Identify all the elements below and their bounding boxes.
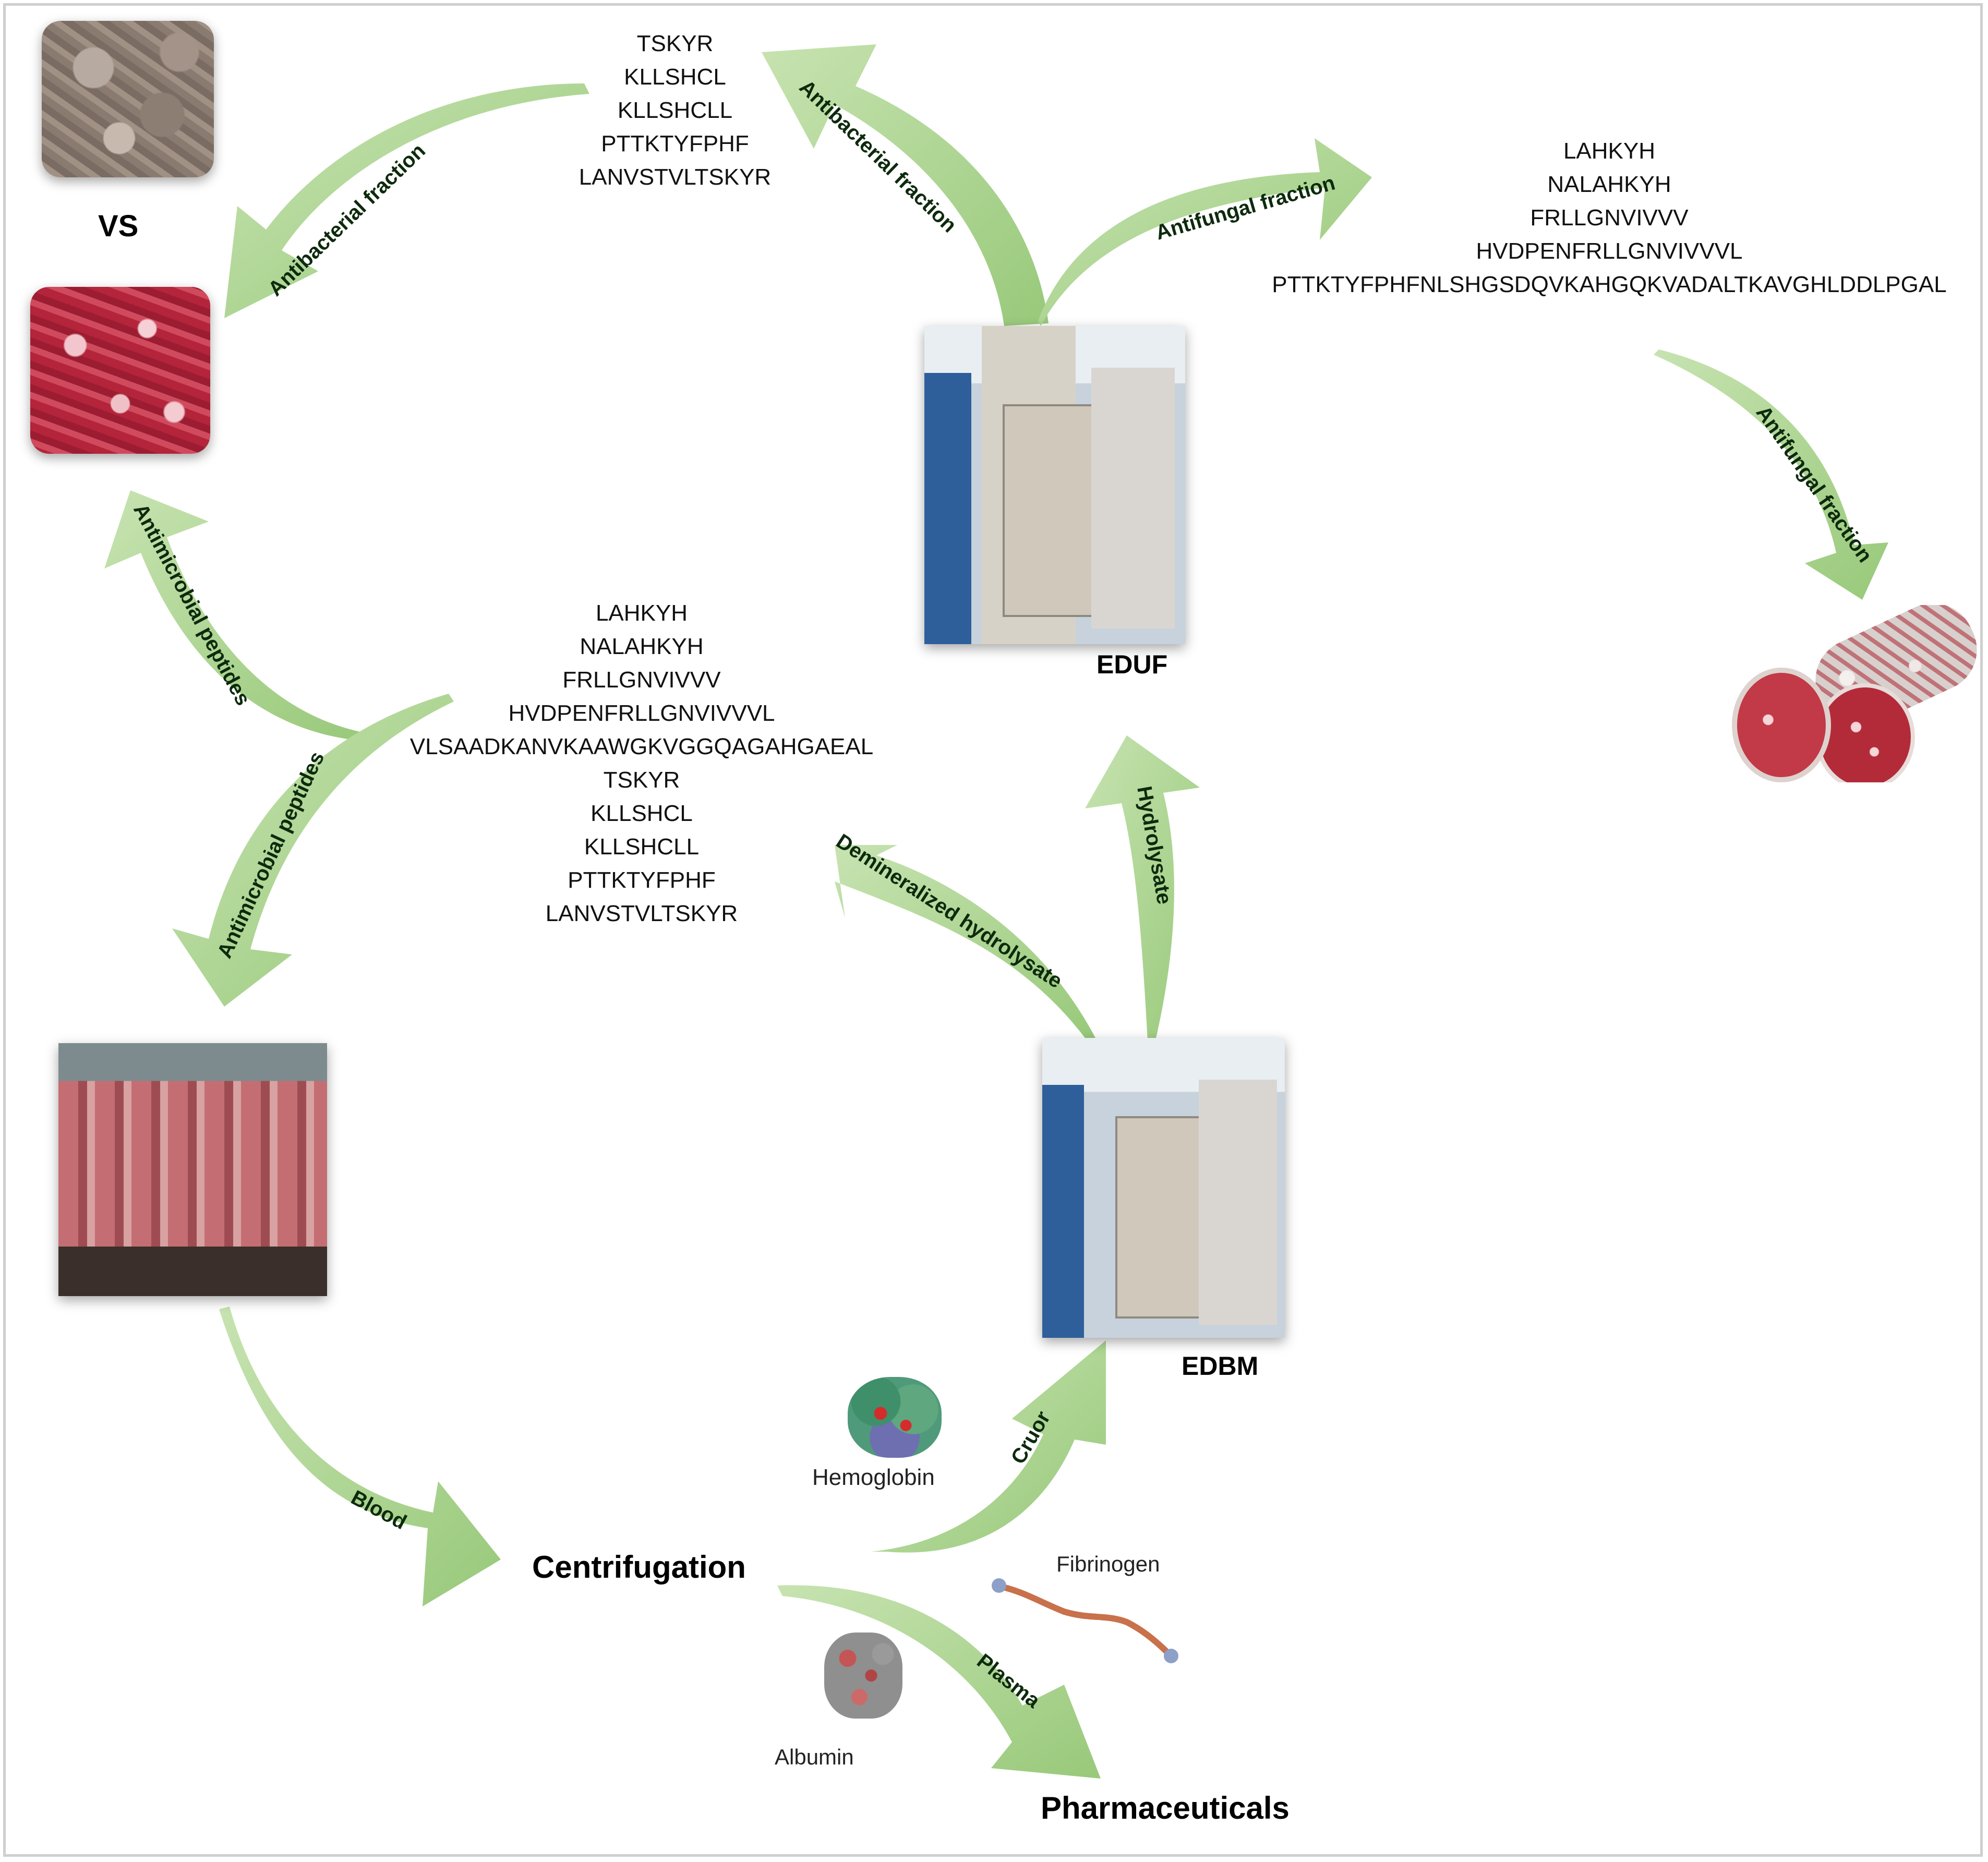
sequence-item: TSKYR bbox=[636, 31, 714, 56]
pharmaceuticals-label: Pharmaceuticals bbox=[1041, 1791, 1290, 1825]
sequence-item: LAHKYH bbox=[595, 600, 688, 626]
ground-meat-gray-image bbox=[42, 21, 214, 177]
antimicrobial-sequences: LAHKYH NALAHKYH FRLLGNVIVVV HVDPENFRLLGN… bbox=[396, 597, 887, 930]
salami-image bbox=[1721, 605, 1977, 782]
arrow-antimicrobial-to-carcasses bbox=[172, 694, 454, 1007]
sequence-item: KLLSHCL bbox=[624, 64, 726, 90]
sequence-item: KLLSHCLL bbox=[617, 98, 733, 123]
albumin-label: Albumin bbox=[775, 1745, 854, 1769]
arrow-edbm-to-antimicrobial bbox=[835, 845, 1095, 1038]
fibrinogen-label: Fibrinogen bbox=[1056, 1552, 1160, 1576]
eduf-equipment-image bbox=[924, 326, 1185, 644]
arrow-eduf-to-antibacterial bbox=[762, 44, 1049, 326]
eduf-label: EDUF bbox=[1097, 650, 1168, 679]
antifungal-sequences: LAHKYH NALAHKYH FRLLGNVIVVV HVDPENFRLLGN… bbox=[1268, 135, 1951, 301]
sequence-item: FRLLGNVIVVV bbox=[562, 667, 721, 693]
sequence-item: KLLSHCLL bbox=[584, 834, 700, 860]
arrow-antifungal-to-salami bbox=[1654, 349, 1888, 600]
carcasses-image bbox=[58, 1043, 327, 1296]
sequence-item: KLLSHCL bbox=[591, 801, 693, 826]
sequence-item: NALAHKYH bbox=[1547, 172, 1671, 197]
antibacterial-sequences: TSKYR KLLSHCL KLLSHCLL PTTKTYFPHF LANVST… bbox=[571, 27, 779, 194]
sequence-item: TSKYR bbox=[603, 767, 680, 793]
hemoglobin-label: Hemoglobin bbox=[812, 1465, 935, 1490]
sequence-item: PTTKTYFPHF bbox=[601, 131, 749, 156]
sequence-item: LANVSTVLTSKYR bbox=[545, 901, 738, 926]
arrow-centrifugation-to-edbm bbox=[871, 1340, 1106, 1553]
edbm-equipment-image bbox=[1042, 1038, 1285, 1338]
label-antimicrobial-lower: Antimicrobial peptides bbox=[213, 748, 329, 961]
sequence-item: VLSAADKANVKAAWGKVGGQAGAHGAEAL bbox=[409, 734, 874, 759]
sequence-item: PTTKTYFPHFNLSHGSDQVKAHGQKVADALTKAVGHLDDL… bbox=[1272, 272, 1947, 297]
arrow-antibacterial-to-meat bbox=[224, 83, 589, 318]
sequence-item: NALAHKYH bbox=[580, 634, 704, 659]
fibrinogen-image bbox=[991, 1513, 1184, 1669]
centrifugation-label: Centrifugation bbox=[532, 1550, 746, 1585]
hemoglobin-image bbox=[848, 1377, 942, 1458]
ground-meat-red-image bbox=[30, 287, 210, 454]
vs-label: VS bbox=[98, 209, 139, 243]
sequence-item: HVDPENFRLLGNVIVVVL bbox=[508, 700, 775, 726]
label-blood: Blood bbox=[347, 1486, 411, 1534]
sequence-item: LAHKYH bbox=[1563, 138, 1656, 164]
sequence-item: FRLLGNVIVVV bbox=[1530, 205, 1689, 231]
arrow-centrifugation-to-pharmaceuticals bbox=[777, 1585, 1101, 1779]
sequence-item: HVDPENFRLLGNVIVVVL bbox=[1476, 238, 1743, 264]
label-antimicrobial-upper: Antimicrobial peptides bbox=[129, 500, 255, 709]
sequence-item: PTTKTYFPHF bbox=[568, 867, 716, 893]
sequence-item: LANVSTVLTSKYR bbox=[579, 164, 772, 190]
albumin-image bbox=[824, 1633, 902, 1719]
arrow-eduf-to-antifungal bbox=[1038, 138, 1372, 326]
edbm-label: EDBM bbox=[1182, 1351, 1259, 1381]
arrow-antimicrobial-to-meat bbox=[104, 490, 365, 741]
label-antifungal-right: Antifungal fraction bbox=[1752, 402, 1877, 566]
arrow-edbm-to-eduf bbox=[1085, 735, 1200, 1041]
arrow-carcasses-to-centrifugation bbox=[219, 1307, 501, 1606]
